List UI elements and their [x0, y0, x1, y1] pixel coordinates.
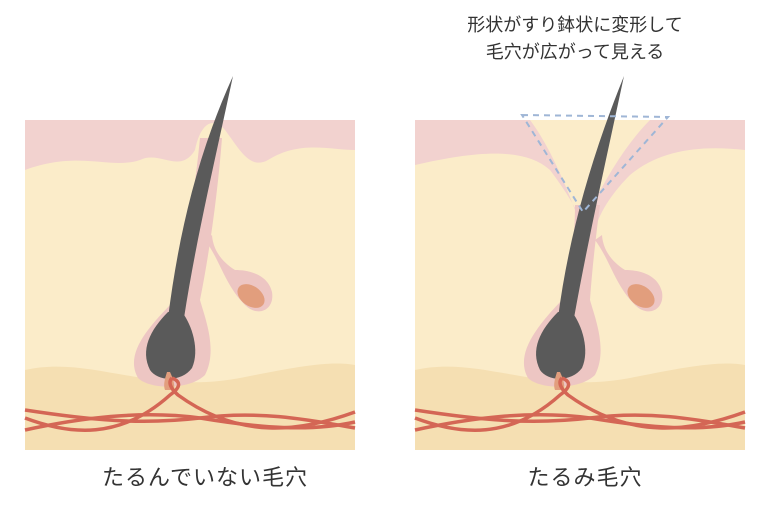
left-vessel-3 [24, 376, 181, 432]
left-hair-shaft [168, 76, 233, 318]
left-vessel-2 [24, 413, 356, 432]
right-skin-panel [414, 76, 746, 450]
funnel-guide-triangle [520, 113, 671, 214]
left-skin-panel [24, 76, 356, 450]
left-vessel-4 [168, 376, 356, 430]
left-epidermis [25, 120, 355, 170]
right-vessel-2 [414, 413, 746, 432]
right-vessel-3 [414, 376, 571, 432]
annotation-line-2: 毛穴が広がって見える [485, 42, 665, 63]
annotation-line-1: 形状がすり鉢状に変形して [467, 15, 683, 36]
right-vessel-4 [558, 376, 746, 430]
left-blood-vessels [24, 376, 356, 432]
left-hair-bulb [146, 312, 196, 379]
left-sebaceous-gland [237, 284, 265, 308]
right-caption: たるみ毛穴 [527, 466, 643, 491]
funnel-annotation: 形状がすり鉢状に変形して 毛穴が広がって見える [440, 12, 710, 66]
right-blood-vessels [414, 376, 746, 432]
right-sebaceous-gland [627, 284, 655, 308]
right-epidermis [415, 120, 745, 235]
right-hair-bulb [536, 312, 586, 379]
left-caption: たるんでいない毛穴 [102, 466, 308, 491]
right-hair-shaft [558, 76, 624, 318]
